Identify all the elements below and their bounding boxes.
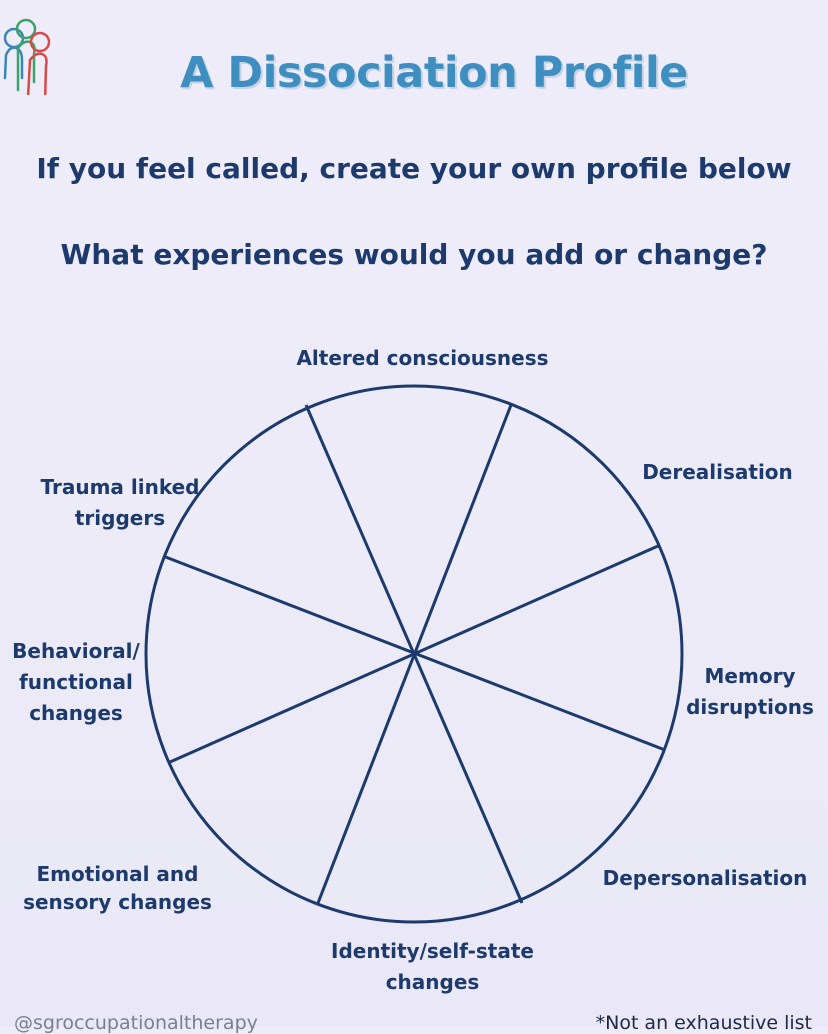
prompt-create: If you feel called, create your own prof…: [36, 152, 792, 185]
label-emotional-sensory: Emotional and sensory changes: [10, 860, 225, 916]
label-line: sensory changes: [23, 890, 212, 914]
label-behavioral-functional: Behavioral/functional changes: [0, 636, 152, 729]
label-line: Trauma linked: [40, 475, 200, 499]
label-memory-disruptions: Memory disruptions: [675, 661, 825, 723]
footer-note: *Not an exhaustive list: [595, 1012, 812, 1034]
label-line: triggers: [74, 506, 166, 530]
label-line: Memory: [704, 664, 796, 688]
label-identity-changes: Identity/self-state changes: [310, 936, 555, 998]
label-trauma-triggers: Trauma linked triggers: [30, 472, 210, 534]
label-line: changes: [29, 701, 123, 725]
label-depersonalisation: Depersonalisation: [602, 866, 808, 890]
label-line: Emotional and: [36, 862, 199, 886]
wheel-spoke: [162, 554, 666, 752]
page-title: A Dissociation Profile: [180, 48, 688, 98]
label-line: Behavioral/: [12, 639, 140, 663]
label-line: disruptions: [686, 695, 814, 719]
wheel-circle: [144, 384, 684, 924]
prompt-add-change: What experiences would you add or change…: [60, 238, 768, 271]
label-line: Identity/self-state: [331, 939, 534, 963]
people-group-icon: [3, 18, 51, 95]
label-derealisation: Derealisation: [642, 460, 793, 484]
label-altered-consciousness: Altered consciousness: [296, 346, 549, 370]
label-line: changes: [385, 970, 480, 994]
footer-handle: @sgroccupationaltherapy: [14, 1012, 258, 1034]
label-line: functional: [19, 670, 133, 694]
